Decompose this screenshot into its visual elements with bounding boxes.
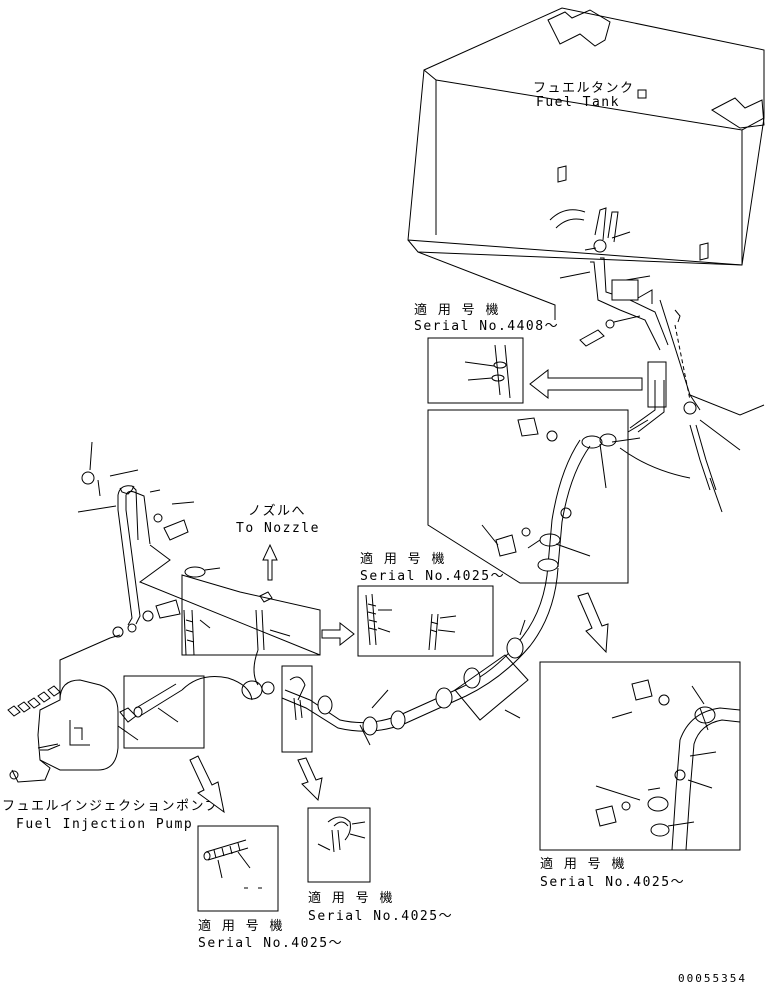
detail-box-upper-right (427, 409, 629, 584)
callout-4025-clip-applicable: 適 用 号 機 (308, 890, 394, 906)
pump-parts-box (123, 675, 205, 749)
nozzle-parts-panel (181, 574, 321, 656)
callout-4025-clip-detail (317, 816, 366, 853)
upper-left-bracket (59, 441, 321, 700)
callout-4025-clip-box (307, 807, 371, 883)
callout-4025-right-serial: Serial No.4025〜 (540, 875, 685, 890)
callout-4408-detail (464, 344, 511, 399)
arrow-to-nozzle (262, 543, 278, 581)
arrow-to-4408 (529, 368, 643, 400)
fuel-tank (407, 7, 765, 513)
callout-4025-mid-detail (365, 593, 457, 651)
arrow-to-4025-mid (321, 621, 355, 647)
fuel-tank-label-en: Fuel Tank (536, 95, 620, 110)
nozzle-parts (183, 566, 291, 686)
callout-4408-box (427, 337, 524, 404)
clip-detail (289, 676, 306, 721)
callout-4025-mid-box (357, 585, 494, 657)
nozzle-label-en: To Nozzle (236, 521, 320, 536)
callout-4025-bottom-serial: Serial No.4025〜 (198, 936, 343, 951)
arrow-to-4025-bottom (189, 755, 225, 814)
callout-4025-mid-applicable: 適 用 号 機 (360, 551, 446, 567)
callout-4025-right-box (539, 661, 741, 851)
pump-parts-detail (133, 676, 275, 723)
callout-4408-serial: Serial No.4408〜 (414, 319, 559, 334)
arrow-to-4025-right (577, 592, 609, 654)
fuel-line-route (281, 380, 665, 746)
callout-4025-right-applicable: 適 用 号 機 (540, 856, 626, 872)
nozzle-label-jp: ノズルへ (248, 503, 306, 519)
callout-4408-applicable: 適 用 号 機 (414, 302, 500, 318)
callout-4025-bottom-detail (203, 839, 262, 889)
arrow-to-4025-clip (297, 757, 323, 802)
document-number: 00055354 (678, 972, 747, 984)
callout-4025-mid-serial: Serial No.4025〜 (360, 569, 505, 584)
callout-4025-bottom-box (197, 825, 279, 912)
clip-highlight-box (281, 665, 313, 753)
fuel-tank-label-jp: フュエルタンク (533, 81, 635, 96)
detail-upper-right-parts (481, 417, 691, 568)
callout-4025-clip-serial: Serial No.4025〜 (308, 909, 453, 924)
pump-label-en: Fuel Injection Pump (16, 817, 193, 832)
callout-4025-bottom-applicable: 適 用 号 機 (198, 918, 284, 934)
callout-4025-right-detail (595, 679, 741, 851)
fuel-injection-pump (7, 679, 139, 783)
clamp-group-bracket (454, 654, 529, 721)
pump-label-jp: フュエルインジェクションポンプ (2, 799, 219, 814)
highlight-box-tank-outlet (647, 361, 667, 408)
